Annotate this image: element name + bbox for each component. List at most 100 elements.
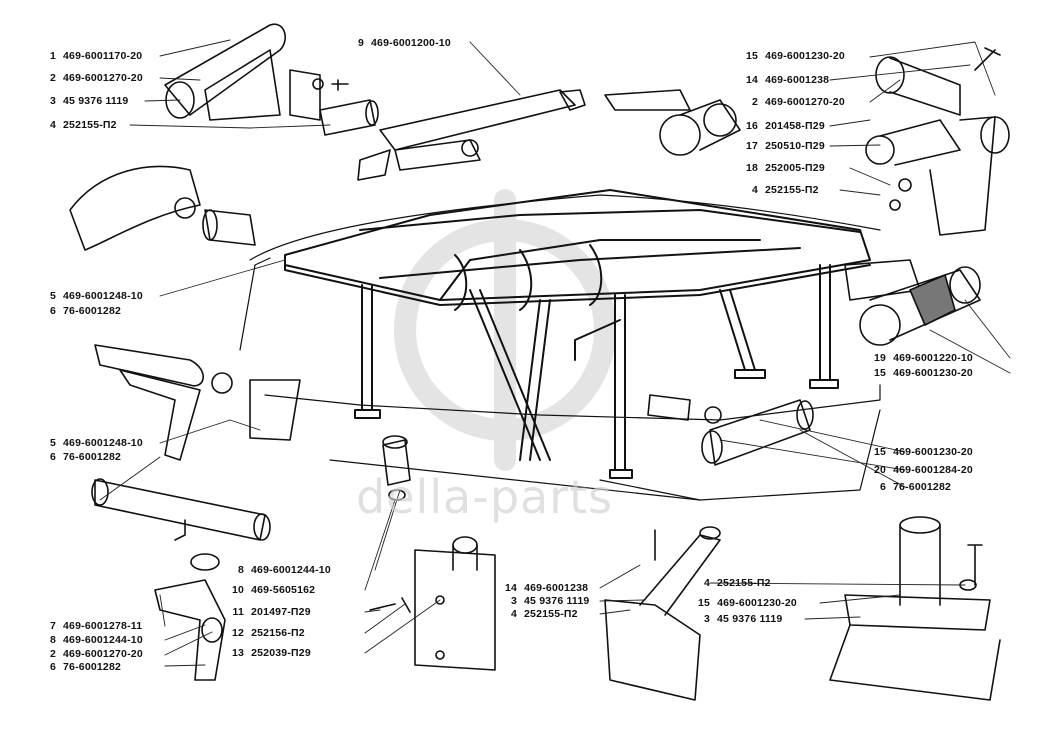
callout-number: 2 bbox=[49, 648, 56, 660]
watermark-logo bbox=[394, 189, 616, 471]
callout-number: 12 bbox=[232, 627, 245, 639]
callout-9: 9 469-6001200-10 bbox=[352, 37, 451, 49]
callout-8-left: 8 469-6001244-10 bbox=[44, 634, 143, 646]
part-code: 469-6001230-20 bbox=[717, 597, 797, 609]
callout-number: 8 bbox=[49, 634, 56, 646]
callout-4-bottom: 4 252155-П2 bbox=[505, 608, 578, 620]
callout-number: 7 bbox=[49, 620, 56, 632]
part-19-tube-clamp bbox=[844, 259, 981, 346]
callout-number: 14 bbox=[746, 74, 759, 86]
callout-number: 4 bbox=[751, 184, 758, 196]
part-code: 45 9376 1119 bbox=[63, 95, 129, 107]
callout-14-bottom: 14 469-6001238 bbox=[505, 582, 588, 594]
part-code: 252155-П2 bbox=[63, 119, 117, 131]
callout-1: 1 469-6001170-20 bbox=[44, 50, 142, 62]
callout-number: 5 bbox=[49, 290, 56, 302]
callout-6-low: 6 76-6001282 bbox=[44, 451, 121, 463]
callout-number: 6 bbox=[879, 481, 886, 493]
part-code: 469-6001238 bbox=[524, 582, 589, 594]
callout-number: 17 bbox=[746, 140, 759, 152]
part-code: 469-6001170-20 bbox=[63, 50, 143, 62]
callout-number: 18 bbox=[746, 162, 759, 174]
callout-number: 4 bbox=[49, 119, 56, 131]
part-1-tee-fitting bbox=[164, 23, 379, 136]
callout-number: 4 bbox=[510, 608, 517, 620]
part-14-post-mount bbox=[604, 526, 721, 701]
callout-number: 3 bbox=[49, 95, 56, 107]
part-8-clamp bbox=[154, 579, 226, 681]
callout-16: 16 201458-П29 bbox=[746, 120, 825, 132]
part-15-post-base bbox=[829, 516, 1001, 701]
callout-number: 6 bbox=[49, 451, 56, 463]
leader-lines bbox=[99, 39, 1011, 667]
callout-number: 14 bbox=[505, 582, 518, 594]
part-code: 469-6001244-10 bbox=[63, 634, 143, 646]
callout-6-left: 6 76-6001282 bbox=[44, 661, 121, 673]
part-code: 469-6001278-11 bbox=[63, 620, 143, 632]
callout-number: 19 bbox=[874, 352, 887, 364]
callout-19: 19 469-6001220-10 bbox=[874, 352, 973, 364]
vehicle-body-outline bbox=[239, 194, 881, 501]
callout-11: 11 201497-П29 bbox=[232, 606, 311, 618]
callout-number: 9 bbox=[357, 37, 364, 49]
callout-number: 15 bbox=[874, 446, 887, 458]
callout-number: 5 bbox=[49, 437, 56, 449]
part-code: 469-6001284-20 bbox=[893, 464, 973, 476]
part-code: 469-6001200-10 bbox=[371, 37, 451, 49]
part-code: 250510-П29 bbox=[765, 140, 825, 152]
callout-number: 3 bbox=[703, 613, 710, 625]
callout-number: 1 bbox=[49, 50, 56, 62]
callout-number: 8 bbox=[237, 564, 244, 576]
part-code: 76-6001282 bbox=[63, 661, 122, 673]
part-code: 469-6001270-20 bbox=[63, 648, 143, 660]
callout-number: 3 bbox=[510, 595, 517, 607]
part-code: 252039-П29 bbox=[251, 647, 311, 659]
part-code: 252155-П2 bbox=[524, 608, 578, 620]
part-code: 252005-П29 bbox=[765, 162, 825, 174]
part-code: 201458-П29 bbox=[765, 120, 825, 132]
callout-number: 16 bbox=[746, 120, 759, 132]
part-code: 469-6001270-20 bbox=[63, 72, 143, 84]
part-7-tube bbox=[91, 478, 271, 571]
callout-14-top: 14 469-6001238 bbox=[746, 74, 829, 86]
callout-number: 4 bbox=[703, 577, 710, 589]
part-5-bracket-lower bbox=[94, 344, 301, 461]
part-code: 469-6001238 bbox=[765, 74, 830, 86]
part-code: 76-6001282 bbox=[63, 305, 122, 317]
part-code: 252155-П2 bbox=[765, 184, 819, 196]
part-14-bracket bbox=[604, 89, 741, 156]
part-code: 45 9376 1119 bbox=[524, 595, 590, 607]
part-code: 201497-П29 bbox=[251, 606, 311, 618]
callout-3: 3 45 9376 1119 bbox=[44, 95, 128, 107]
callout-12: 12 252156-П2 bbox=[232, 627, 305, 639]
part-9-roof-bar bbox=[357, 89, 586, 181]
part-code: 252156-П2 bbox=[251, 627, 305, 639]
part-code: 76-6001282 bbox=[63, 451, 122, 463]
part-code: 469-6001248-10 bbox=[63, 437, 143, 449]
callout-3-bottom: 3 45 9376 1119 bbox=[505, 595, 589, 607]
callout-2-left: 2 469-6001270-20 bbox=[44, 648, 143, 660]
callout-number: 20 bbox=[874, 464, 887, 476]
callout-5-low: 5 469-6001248-10 bbox=[44, 437, 143, 449]
part-code: 469-6001220-10 bbox=[893, 352, 973, 364]
callout-7: 7 469-6001278-11 bbox=[44, 620, 142, 632]
callout-number: 6 bbox=[49, 661, 56, 673]
callout-number: 15 bbox=[746, 50, 759, 62]
part-code: 469-6001230-20 bbox=[893, 446, 973, 458]
part-code: 45 9376 1119 bbox=[717, 613, 783, 625]
callout-number: 11 bbox=[232, 606, 244, 618]
callout-15-right: 15 469-6001230-20 bbox=[874, 446, 973, 458]
